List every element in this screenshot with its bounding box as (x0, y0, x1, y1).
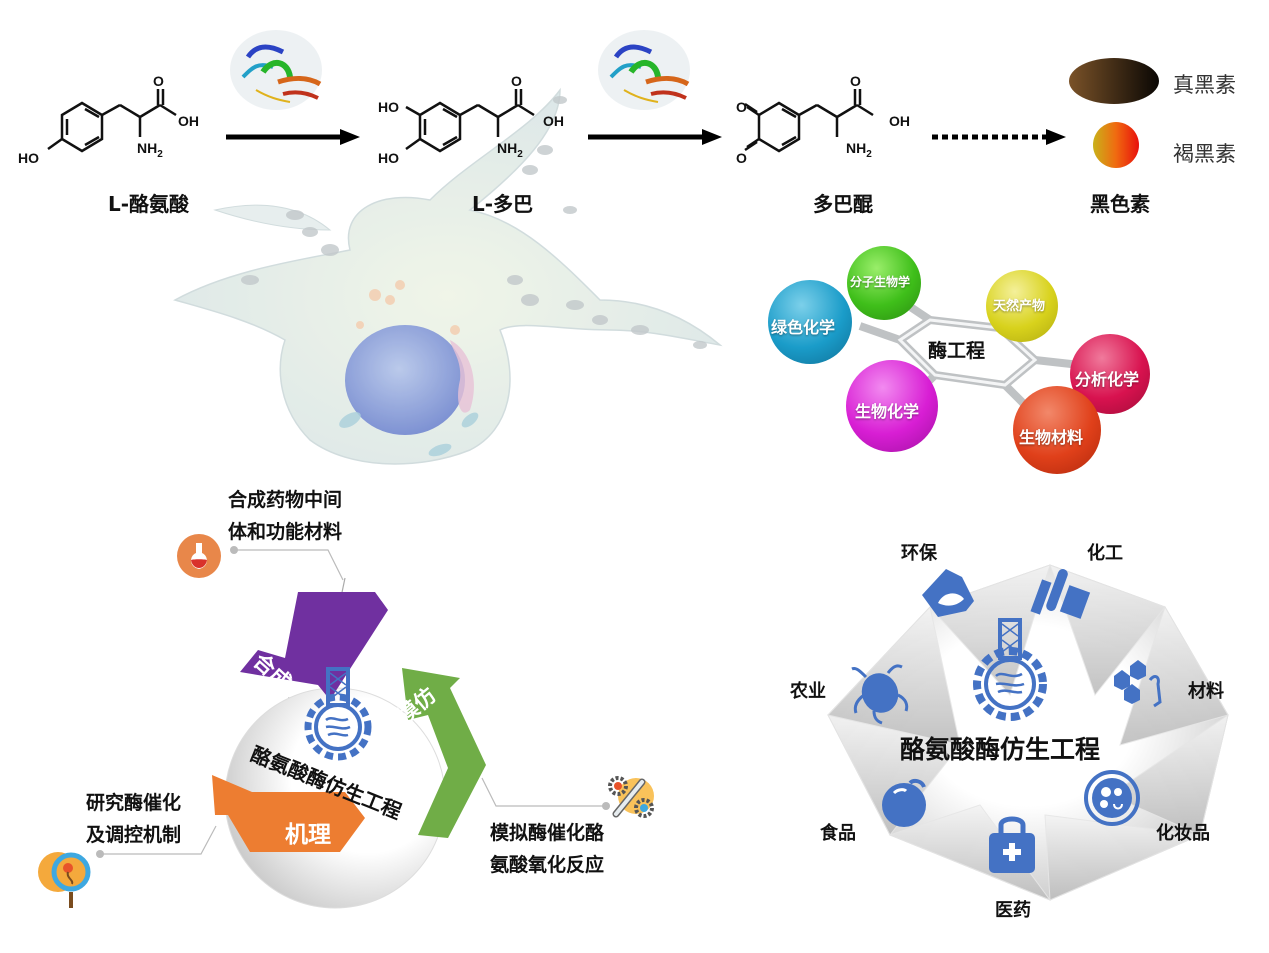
sector-label-medicine: 医药 (995, 900, 1031, 921)
biomimetic-logo-icon (304, 667, 372, 761)
applications-center-title: 酪氨酸酶仿生工程 (900, 735, 1101, 764)
face-mask-icon (1084, 770, 1140, 826)
imitation-arrow (402, 668, 486, 838)
ball-biomaterials (1013, 386, 1101, 474)
chem-oh: OH (178, 113, 199, 129)
eco-house-leaf-icon (922, 569, 974, 617)
compound-name-dopaquinone: 多巴醌 (813, 192, 873, 216)
sector-label-chemical: 化工 (1087, 543, 1123, 564)
synthesis-arrow (240, 592, 388, 700)
callout-leader-3 (481, 777, 610, 810)
sector-label-materials: 材料 (1188, 681, 1224, 702)
tyrosine-structure (47, 89, 177, 153)
ball-label: 生物材料 (1019, 428, 1084, 447)
ball-label: 生物化学 (855, 402, 920, 421)
chem-oh: OH (889, 113, 910, 129)
reaction-arrow-1 (226, 129, 360, 145)
ball-natural-products (986, 270, 1058, 342)
chem-nh2: NH2 (137, 140, 163, 160)
tomato-icon (882, 778, 926, 827)
callout-mechanism: 研究酶催化 及调控机制 (86, 792, 182, 846)
ball-green-chemistry (768, 280, 852, 364)
chem-nh2: NH2 (497, 140, 523, 160)
eumelanin-label: 真黑素 (1173, 73, 1236, 97)
chem-o: O (511, 73, 522, 89)
chem-o: O (736, 150, 747, 166)
bug-icon (851, 664, 909, 725)
callout-leader-1 (230, 546, 344, 581)
enzyme-engineering-center-label: 酶工程 (928, 340, 986, 362)
compound-name-melanin: 黑色素 (1090, 192, 1150, 216)
chem-ho: HO (18, 150, 39, 166)
compound-name-tyrosine: L-酪氨酸 (108, 192, 190, 216)
reaction-arrow-dotted (932, 129, 1066, 145)
callout-synthesis: 合成药物中间 体和功能材料 (228, 489, 343, 543)
cycle-diagram (212, 577, 486, 909)
pheomelanin-ball (1093, 122, 1139, 168)
chem-ho: HO (378, 150, 399, 166)
sector-label-food: 食品 (820, 823, 856, 844)
flask-icon (177, 534, 221, 578)
ball-molecular-biology (847, 246, 921, 320)
ball-label: 天然产物 (993, 299, 1046, 314)
chem-nh2: NH2 (846, 140, 872, 160)
biomimetic-logo-icon (973, 618, 1047, 721)
ball-label: 绿色化学 (771, 318, 836, 337)
ball-label: 分析化学 (1075, 370, 1140, 389)
compound-name-dopa: L-多巴 (472, 192, 534, 216)
mechanism-arrow (212, 775, 365, 852)
eumelanin-ellipse (1069, 58, 1159, 104)
callout-leader-2 (96, 825, 217, 858)
medical-kit-icon (989, 816, 1035, 873)
enzyme-protein-icon-2 (598, 30, 690, 110)
chem-ho: HO (378, 99, 399, 115)
dopa-structure (405, 89, 535, 153)
molecule-hand-icon (1114, 660, 1162, 708)
dopaquinone-structure (744, 89, 874, 153)
arrow-label-mechanism: 机理 (285, 822, 331, 848)
callout-imitation: 模拟酶催化酪 氨酸氧化反应 (490, 822, 605, 876)
chem-o: O (850, 73, 861, 89)
sector-label-environment: 环保 (901, 543, 937, 564)
chem-o: O (153, 73, 164, 89)
sector-label-cosmetics: 化妆品 (1156, 823, 1210, 844)
chem-o: O (736, 99, 747, 115)
sector-label-agriculture: 农业 (790, 681, 826, 702)
ball-biochemistry (846, 360, 938, 452)
magnifier-cell-icon (38, 852, 91, 908)
chem-oh: OH (543, 113, 564, 129)
enzyme-protein-icon-1 (230, 30, 322, 110)
ball-label: 分子生物学 (850, 275, 911, 289)
reaction-arrow-2 (588, 129, 722, 145)
chemical-plant-icon (1030, 569, 1091, 619)
wrench-gears-icon (608, 776, 654, 818)
pheomelanin-label: 褐黑素 (1173, 142, 1236, 166)
